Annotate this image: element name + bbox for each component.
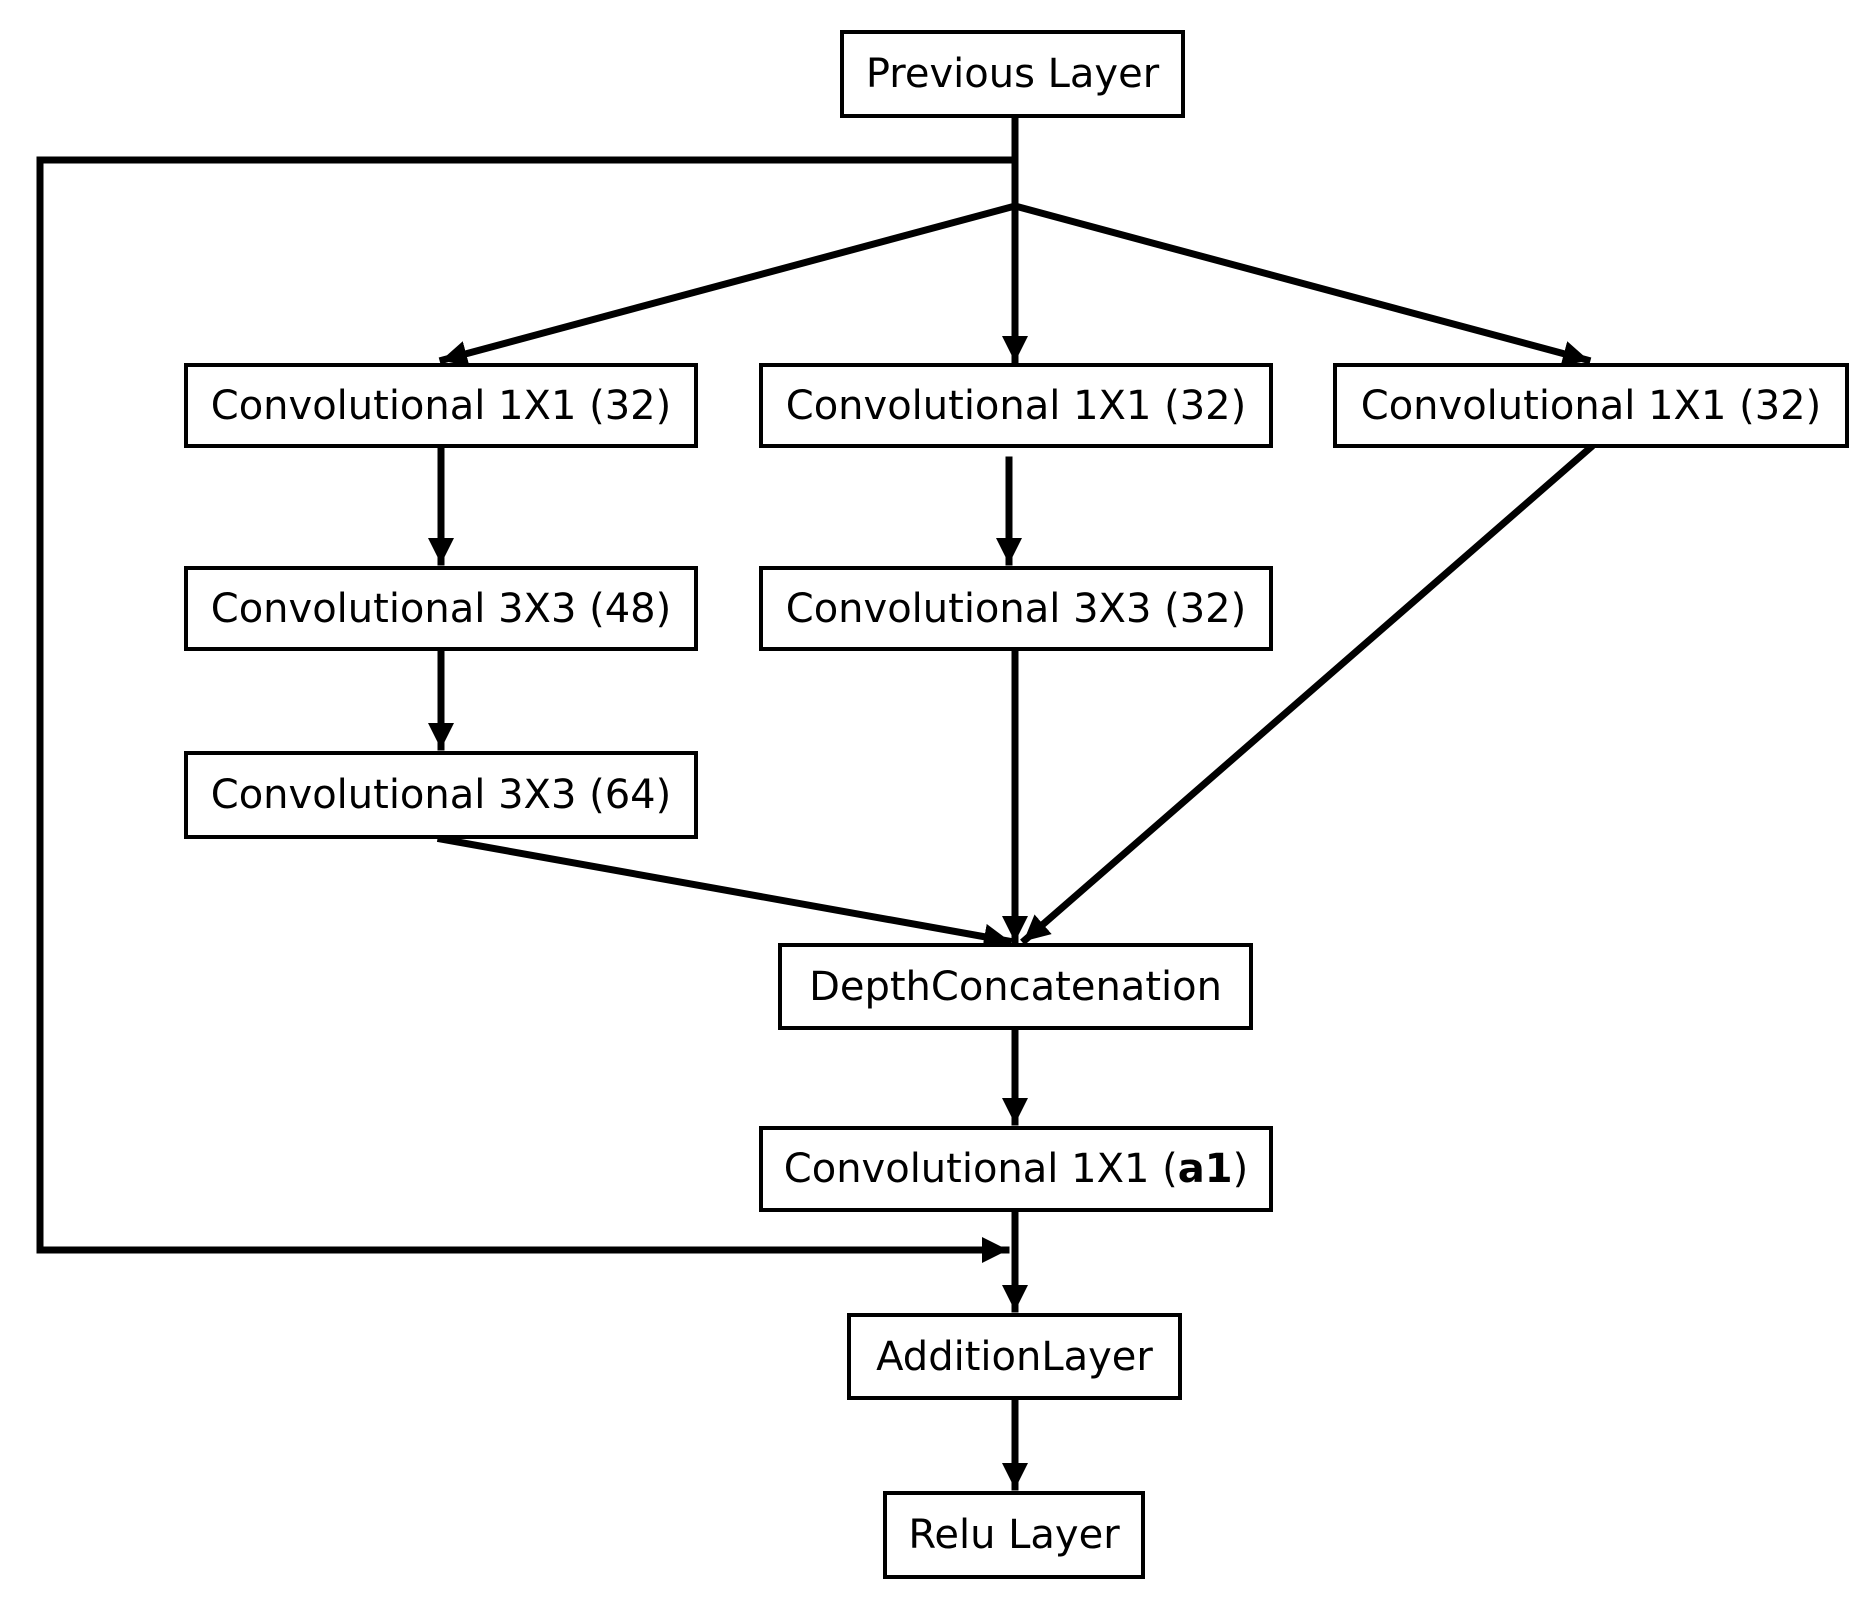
edge-b1-to-depth (436, 834, 1013, 950)
node-branch2-conv3x3-32: Convolutional 3X3 (32) (759, 566, 1273, 651)
edge-prev-to-branch1 (438, 201, 1020, 367)
node-branch3-conv1x1: Convolutional 1X1 (32) (1333, 363, 1849, 448)
final-conv-suffix: ) (1232, 1146, 1249, 1192)
node-final-conv1x1-label: Convolutional 1X1 (a1) (784, 1146, 1248, 1192)
node-branch1-conv1x1: Convolutional 1X1 (32) (184, 363, 698, 448)
node-branch3-conv1x1-label: Convolutional 1X1 (32) (1360, 382, 1822, 429)
edge-skip-connection (36, 156, 1019, 1263)
node-depth-concatenation-label: DepthConcatenation (809, 963, 1222, 1010)
node-relu-layer: Relu Layer (883, 1491, 1145, 1579)
node-depth-concatenation: DepthConcatenation (778, 943, 1253, 1030)
node-branch1-conv3x3-64: Convolutional 3X3 (64) (184, 751, 698, 839)
final-conv-param: a1 (1177, 1146, 1233, 1192)
node-branch1-conv1x1-label: Convolutional 1X1 (32) (210, 382, 672, 429)
node-branch1-conv3x3-64-label: Convolutional 3X3 (64) (210, 772, 672, 818)
node-relu-layer-label: Relu Layer (908, 1512, 1120, 1558)
node-addition-layer: AdditionLayer (847, 1313, 1182, 1400)
node-branch1-conv3x3-48: Convolutional 3X3 (48) (184, 566, 698, 651)
node-branch2-conv1x1: Convolutional 1X1 (32) (759, 363, 1273, 448)
node-previous-layer-label: Previous Layer (865, 51, 1160, 97)
node-final-conv1x1: Convolutional 1X1 (a1) (759, 1126, 1273, 1212)
node-branch1-conv3x3-48-label: Convolutional 3X3 (48) (210, 585, 672, 632)
node-branch2-conv3x3-32-label: Convolutional 3X3 (32) (785, 585, 1247, 632)
edge-b3-to-depth (1020, 443, 1595, 945)
node-previous-layer: Previous Layer (840, 30, 1185, 118)
node-addition-layer-label: AdditionLayer (876, 1333, 1153, 1380)
edge-prev-to-branch3 (1010, 201, 1592, 367)
final-conv-prefix: Convolutional 1X1 ( (783, 1146, 1178, 1192)
node-branch2-conv1x1-label: Convolutional 1X1 (32) (785, 382, 1247, 429)
